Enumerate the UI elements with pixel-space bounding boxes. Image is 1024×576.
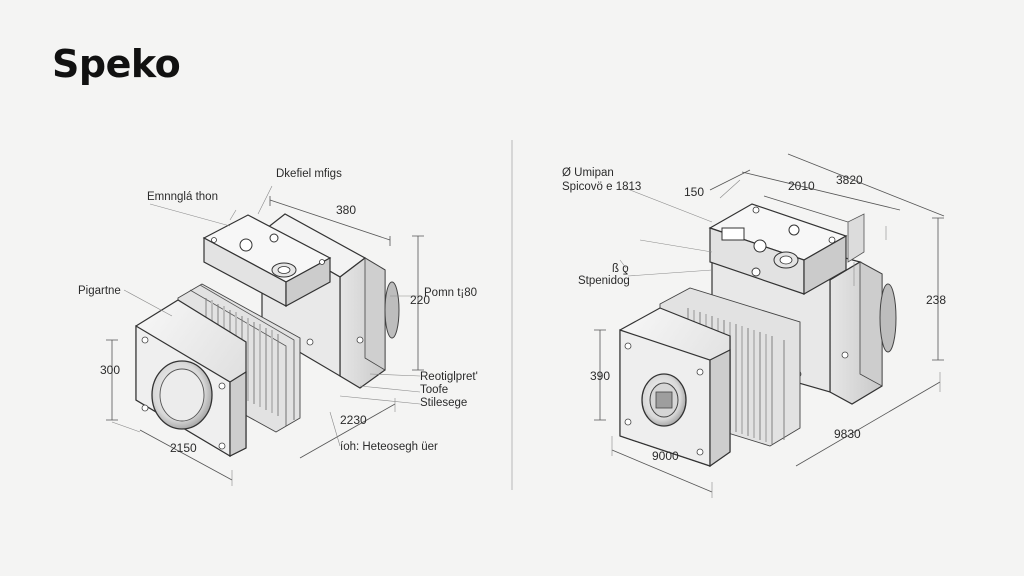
right-small-marker: ß ƍ: [612, 263, 629, 275]
right-dim-top-b: 2010: [788, 179, 815, 193]
right-front-face: [619, 307, 731, 468]
left-right-callout: Pomn t¡80: [424, 287, 477, 299]
right-dim-bottom-depth: 9830: [834, 427, 861, 441]
left-dim-bottom-front: 2150: [170, 441, 197, 455]
left-stack-label-3: Stilesege: [420, 397, 467, 409]
left-dim-bottom-depth: 2230: [340, 413, 367, 427]
right-isometric-view: Ø Umipan Spicovö e 1813 Stpenidog ß ƍ 15…: [562, 153, 946, 498]
left-bottom-callout: íoh: Heteosegh üer: [340, 441, 438, 453]
right-dim-top-c: 3820: [836, 173, 863, 187]
left-dim-right-height: 220: [410, 293, 430, 307]
left-isometric-view: Dkefiel mfigs Emnnglá thon Pigartne Pom…: [78, 168, 478, 486]
right-side-callout: Stpenidog: [578, 275, 630, 287]
left-dim-left-height: 300: [100, 363, 120, 377]
left-dimension-lines: [106, 185, 424, 486]
right-dim-bottom-front: 9000: [652, 449, 679, 463]
right-dimension-lines: [594, 153, 945, 498]
right-top-callout-1: Ø Umipan: [562, 167, 614, 179]
left-connector-box: [202, 214, 332, 308]
right-dim-right-height: 238: [926, 293, 946, 307]
left-side-callout: Pigartne: [78, 285, 121, 297]
right-dim-top-a: 150: [684, 185, 704, 199]
left-top-callout: Dkefiel mfigs: [276, 168, 342, 180]
right-connector-box: [708, 195, 865, 296]
page-title: Speko: [52, 42, 181, 86]
right-top-callout-2: Spicovö e 1813: [562, 181, 641, 193]
left-dim-top-width: 380: [336, 203, 356, 217]
right-dim-left-height: 390: [590, 369, 610, 383]
left-front-face: [135, 299, 247, 458]
left-stack-label-1: Reotiglpret': [420, 371, 478, 383]
left-upper-callout: Emnnglá thon: [147, 191, 218, 203]
left-stack-label-2: Toofe: [420, 384, 448, 396]
